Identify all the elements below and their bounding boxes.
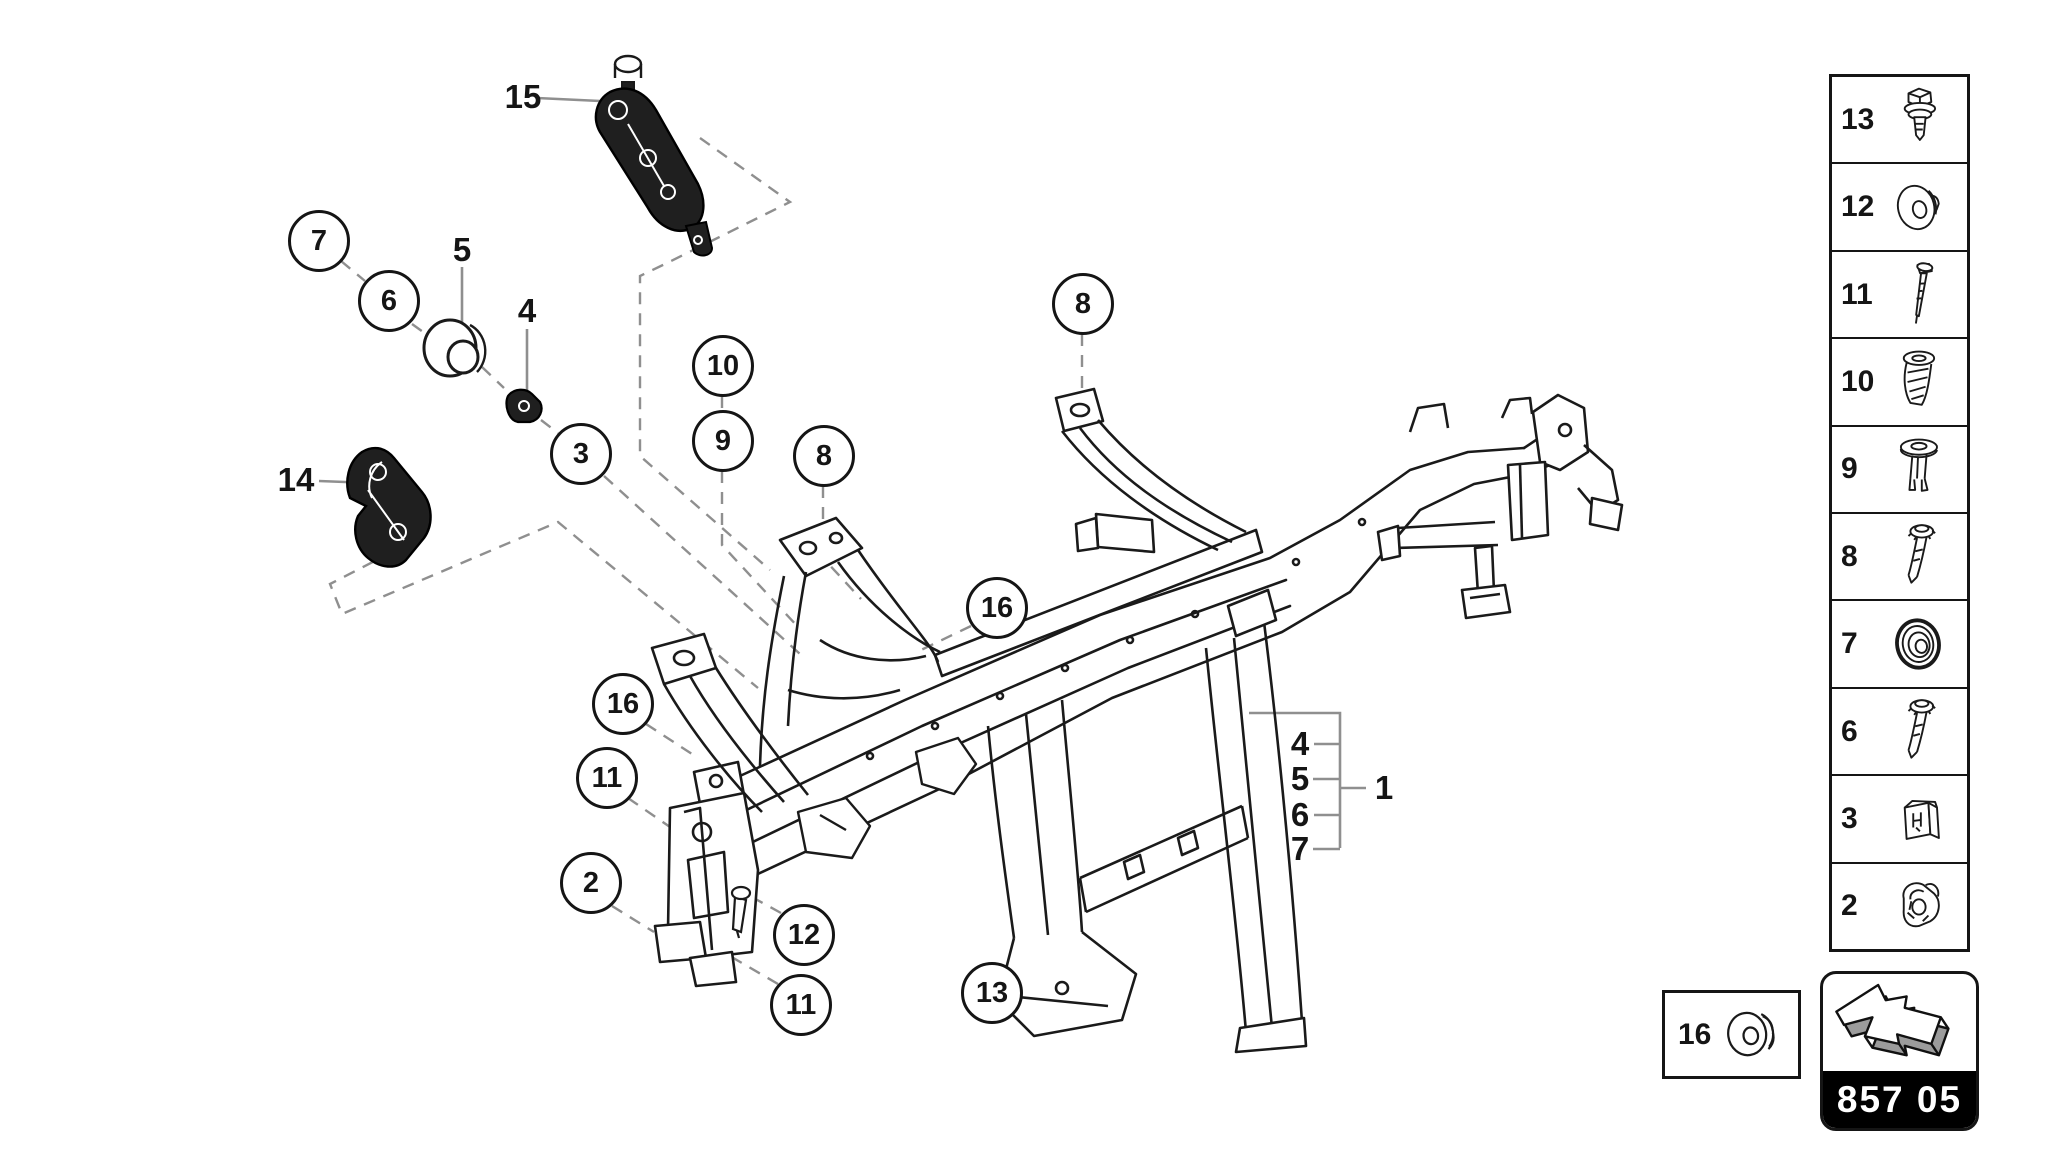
under-beam-brackets — [796, 736, 978, 860]
legend-number: 2 — [1841, 889, 1858, 923]
legend-number: 11 — [1841, 277, 1873, 311]
lower-rail — [1078, 804, 1250, 914]
callout-circle-7[interactable]: 7 — [288, 210, 350, 272]
part-5-grommet-ring — [422, 318, 487, 378]
group-ref-7[interactable]: 7 — [1290, 830, 1310, 867]
back-arrow-3d-icon — [1823, 974, 1976, 1071]
long-screw-icon — [1887, 257, 1949, 333]
expansion-rivet-icon — [1887, 344, 1949, 420]
callout-circle-10[interactable]: 10 — [692, 335, 754, 397]
callout-number: 7 — [310, 224, 328, 257]
legend-number: 7 — [1841, 627, 1858, 661]
flange-bolt-long-icon — [1887, 519, 1949, 595]
round-grommet-icon — [1887, 606, 1949, 682]
legend-row-3[interactable]: 3 — [1832, 776, 1967, 864]
callout-number: 6 — [380, 284, 398, 317]
left-end-bracket — [653, 760, 760, 988]
legend-number: 6 — [1841, 714, 1858, 748]
page-code-label: 857 05 — [1823, 1071, 1976, 1128]
callout-circle-9[interactable]: 9 — [692, 410, 754, 472]
legend-number: 3 — [1841, 801, 1858, 835]
washer-grommet-icon — [1887, 169, 1949, 245]
fastener-legend-sidebar: 13 12 — [1829, 74, 1970, 952]
callout-number: 2 — [582, 866, 600, 899]
part-4-clamp — [505, 388, 543, 424]
callout-circle-12[interactable]: 12 — [773, 904, 835, 966]
callout-number: 10 — [706, 349, 740, 382]
legend-row-6[interactable]: 6 — [1832, 688, 1967, 777]
part-12-screw — [730, 885, 752, 939]
ref-box-number: 16 — [1678, 1017, 1712, 1051]
legend-number: 8 — [1841, 539, 1858, 573]
callout-number: 8 — [815, 439, 833, 472]
legend-row-2[interactable]: 2 — [1832, 863, 1967, 950]
callout-number: 9 — [714, 424, 732, 457]
flanged-sleeve-icon — [1887, 431, 1949, 507]
callout-number: 12 — [787, 918, 821, 951]
callout-label-4[interactable]: 4 — [517, 292, 537, 329]
callout-circle-16b[interactable]: 16 — [966, 577, 1028, 639]
callout-number: 16 — [980, 591, 1014, 624]
callout-circle-16[interactable]: 16 — [592, 673, 654, 735]
legend-row-12[interactable]: 12 — [1832, 164, 1967, 252]
callout-number: 8 — [1074, 287, 1092, 320]
group-ref-5[interactable]: 5 — [1290, 760, 1310, 797]
callout-circle-13[interactable]: 13 — [961, 962, 1023, 1024]
retaining-clip-block-icon — [1887, 781, 1949, 857]
grommet-nut-icon — [1727, 1011, 1776, 1056]
callout-number: 13 — [975, 976, 1009, 1009]
legend-row-8[interactable]: 8 — [1832, 514, 1967, 602]
callout-circle-8b[interactable]: 8 — [1052, 273, 1114, 335]
group-ref-1[interactable]: 1 — [1374, 769, 1394, 806]
right-end-brackets — [1376, 393, 1624, 620]
callout-circle-11[interactable]: 11 — [576, 747, 638, 809]
legend-row-10[interactable]: 10 — [1832, 339, 1967, 427]
legend-row-9[interactable]: 9 — [1832, 426, 1967, 515]
legend-number: 10 — [1841, 364, 1875, 398]
legend-number: 13 — [1841, 102, 1875, 136]
group-ref-6[interactable]: 6 — [1290, 796, 1310, 833]
callout-number: 11 — [591, 761, 623, 794]
part-14-bracket — [346, 446, 432, 568]
callout-label-5[interactable]: 5 — [452, 231, 472, 268]
legend-row-13[interactable]: 13 — [1832, 77, 1967, 165]
callout-label-14[interactable]: 14 — [277, 461, 315, 498]
callout-number: 11 — [785, 988, 817, 1021]
group-ref-4[interactable]: 4 — [1290, 725, 1310, 762]
center-leg — [986, 699, 1138, 1038]
legend-number: 9 — [1841, 452, 1858, 486]
callout-number: 16 — [606, 687, 640, 720]
callout-circle-3[interactable]: 3 — [550, 423, 612, 485]
legend-number: 12 — [1841, 190, 1875, 224]
left-strut — [650, 632, 810, 813]
flange-bolt-long-icon — [1887, 694, 1949, 770]
callout-number: 3 — [572, 437, 590, 470]
part-15-bracket — [594, 54, 714, 257]
center-strut — [758, 516, 941, 767]
legend-row-7[interactable]: 7 — [1832, 601, 1967, 689]
spring-clip-icon — [1887, 868, 1949, 944]
page-nav-box[interactable]: 857 05 — [1820, 971, 1979, 1131]
upper-arm-bracket — [1054, 387, 1247, 554]
callout-circle-6[interactable]: 6 — [358, 270, 420, 332]
right-leg — [1204, 588, 1308, 1054]
callout-circle-11b[interactable]: 11 — [770, 974, 832, 1036]
hex-flange-bolt-icon — [1887, 82, 1949, 158]
callout-label-15[interactable]: 15 — [504, 78, 542, 115]
callout-circle-8[interactable]: 8 — [793, 425, 855, 487]
callout-circle-2[interactable]: 2 — [560, 852, 622, 914]
ref-box-16[interactable]: 16 — [1662, 990, 1801, 1079]
legend-row-11[interactable]: 11 — [1832, 251, 1967, 340]
